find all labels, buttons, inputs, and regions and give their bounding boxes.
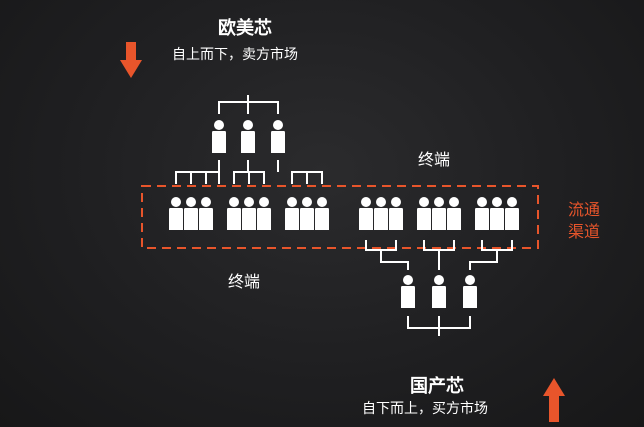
person-icon <box>241 120 255 153</box>
person-icon <box>490 197 504 230</box>
right-tree-connectors <box>365 240 513 336</box>
person-icon <box>432 275 446 308</box>
person-icon <box>401 275 415 308</box>
right-terminal-label: 终端 <box>418 150 451 169</box>
person-icon <box>285 197 299 230</box>
up-arrow-icon <box>543 378 565 422</box>
channel-label-line1: 流通 <box>568 200 601 219</box>
person-icon <box>417 197 431 230</box>
top-title: 欧美芯 <box>218 18 272 39</box>
person-icon <box>300 197 314 230</box>
person-icon <box>212 120 226 153</box>
person-icon <box>184 197 198 230</box>
person-figures <box>169 120 519 308</box>
person-icon <box>432 197 446 230</box>
top-subtitle: 自上而下，卖方市场 <box>172 47 298 63</box>
person-icon <box>169 197 183 230</box>
person-icon <box>389 197 403 230</box>
person-icon <box>475 197 489 230</box>
person-icon <box>359 197 373 230</box>
channel-dashed-box <box>141 185 539 249</box>
person-icon <box>242 197 256 230</box>
person-icon <box>199 197 213 230</box>
person-icon <box>315 197 329 230</box>
bottom-subtitle: 自下而上，买方市场 <box>362 401 488 417</box>
left-terminal-label: 终端 <box>228 272 261 291</box>
bottom-title: 国产芯 <box>410 376 464 397</box>
left-tree-connectors <box>175 95 323 184</box>
person-icon <box>447 197 461 230</box>
person-icon <box>463 275 477 308</box>
person-icon <box>271 120 285 153</box>
person-icon <box>227 197 241 230</box>
channel-label-line2: 渠道 <box>568 222 601 241</box>
person-icon <box>374 197 388 230</box>
down-arrow-icon <box>120 42 142 78</box>
person-icon <box>505 197 519 230</box>
person-icon <box>257 197 271 230</box>
